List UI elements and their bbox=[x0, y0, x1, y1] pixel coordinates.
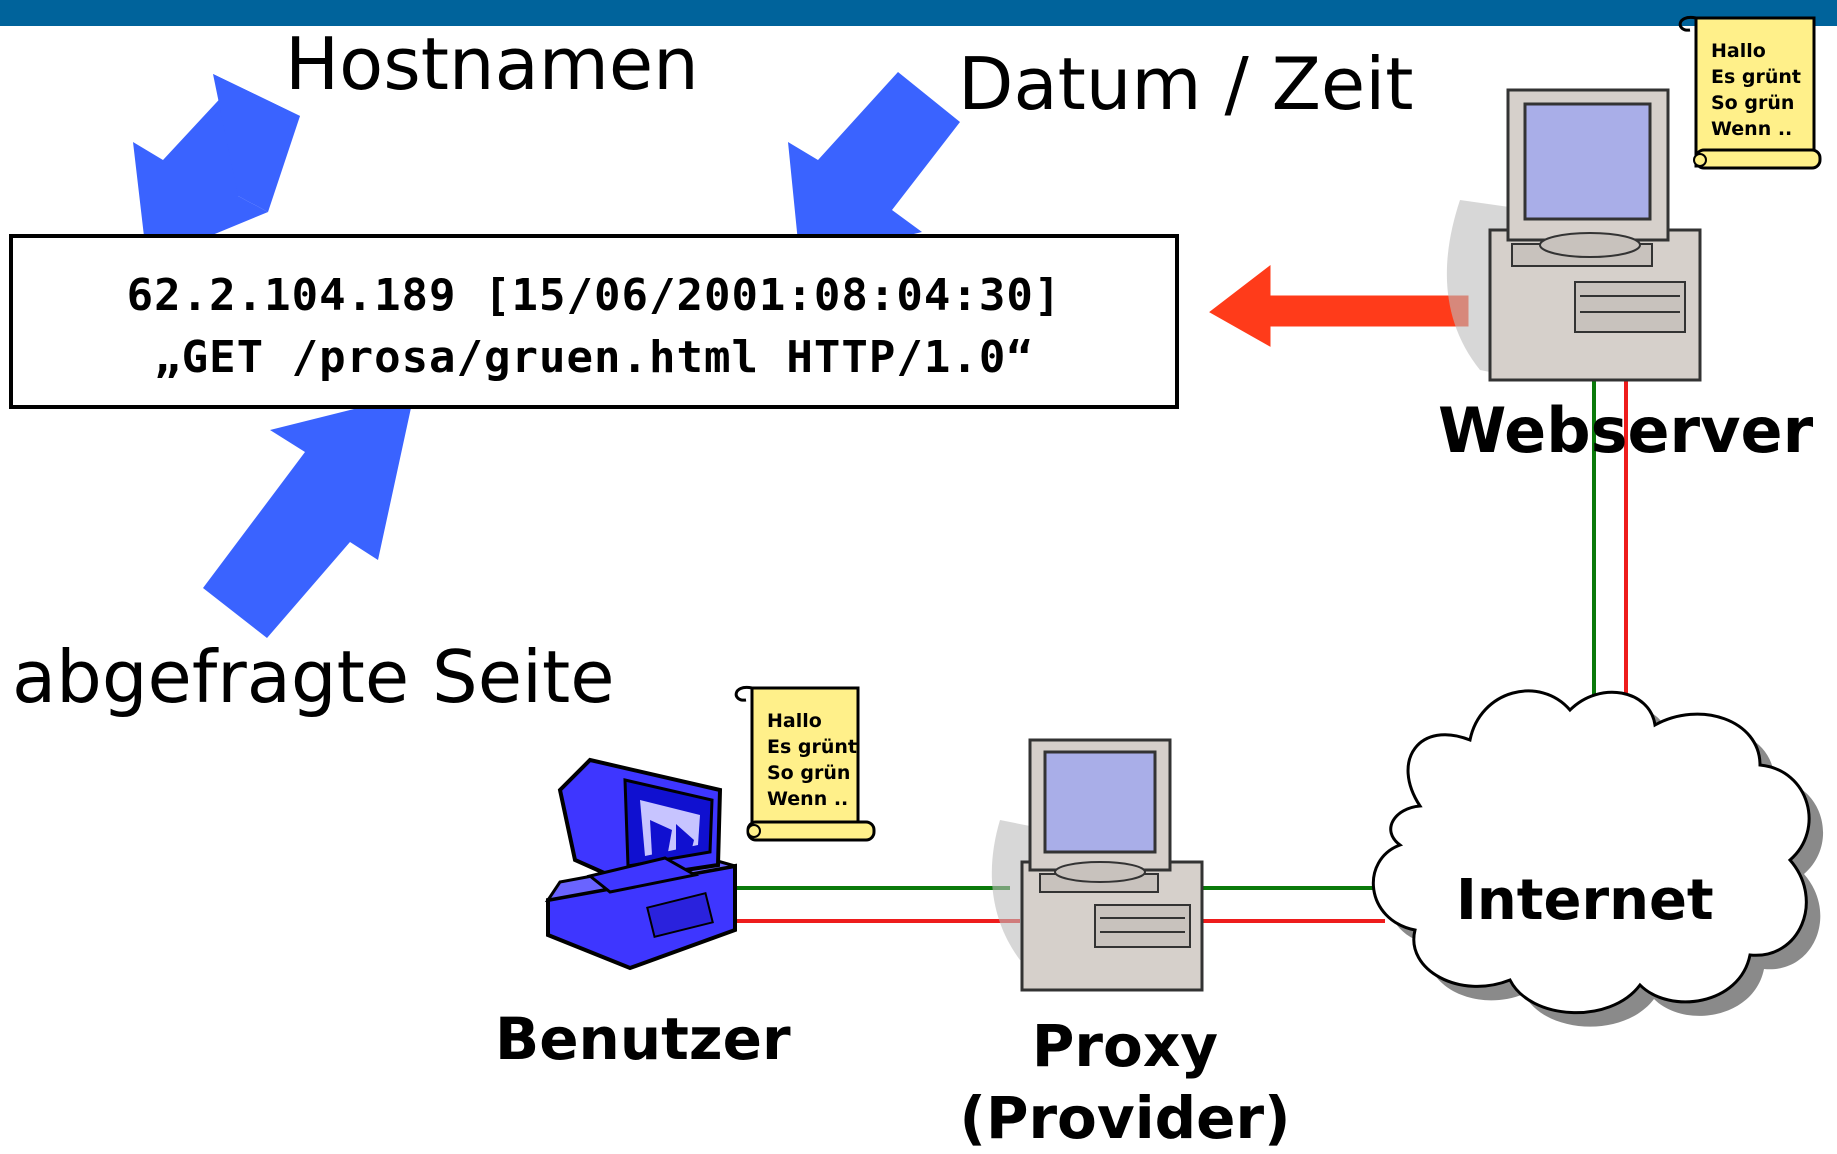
proxy-label-line2: (Provider) bbox=[959, 1084, 1291, 1152]
proxy-label: Proxy (Provider) bbox=[950, 1010, 1300, 1154]
hostname-label: Hostnamen bbox=[285, 22, 699, 106]
server-computer-icon bbox=[1446, 88, 1702, 382]
datetime-label: Datum / Zeit bbox=[958, 42, 1414, 126]
log-line-1: 62.2.104.189 [15/06/2001:08:04:30] bbox=[126, 270, 1062, 321]
scroll-icon bbox=[734, 685, 876, 842]
requested-page-label: abgefragte Seite bbox=[12, 635, 615, 719]
scroll-line: Wenn .. bbox=[767, 788, 849, 810]
scroll-line: Wenn .. bbox=[1711, 118, 1793, 140]
scroll-text-user: Hallo Es grünt So grün Wenn .. bbox=[767, 708, 857, 812]
scroll-line: Es grünt bbox=[1711, 66, 1802, 88]
user-computer-icon bbox=[544, 757, 737, 971]
internet-label: Internet bbox=[1456, 868, 1714, 933]
cloud-icon bbox=[1371, 689, 1824, 1027]
scroll-line: So grün bbox=[767, 762, 851, 784]
top-bar-fill bbox=[0, 0, 1837, 26]
network-lines bbox=[712, 350, 1628, 923]
scroll-text-webserver: Hallo Es grünt So grün Wenn .. bbox=[1711, 38, 1801, 142]
scroll-line: Hallo bbox=[1711, 40, 1766, 62]
log-entry-box: 62.2.104.189 [15/06/2001:08:04:30] „GET … bbox=[9, 234, 1179, 409]
page-arrow-icon bbox=[203, 394, 414, 638]
user-label: Benutzer bbox=[495, 1005, 791, 1073]
scroll-line: So grün bbox=[1711, 92, 1795, 114]
proxy-label-line1: Proxy bbox=[1031, 1012, 1219, 1080]
scroll-line: Es grünt bbox=[767, 736, 858, 758]
response-arrow-icon bbox=[1209, 264, 1469, 347]
proxy-computer-icon bbox=[991, 738, 1204, 992]
scroll-line: Hallo bbox=[767, 710, 822, 732]
log-line-2: „GET /prosa/gruen.html HTTP/1.0“ bbox=[154, 332, 1034, 383]
datetime-arrow-icon bbox=[788, 72, 960, 262]
hostname-arrow-icon bbox=[133, 74, 300, 262]
webserver-label: Webserver bbox=[1438, 394, 1814, 467]
scroll-icon bbox=[1678, 15, 1822, 170]
